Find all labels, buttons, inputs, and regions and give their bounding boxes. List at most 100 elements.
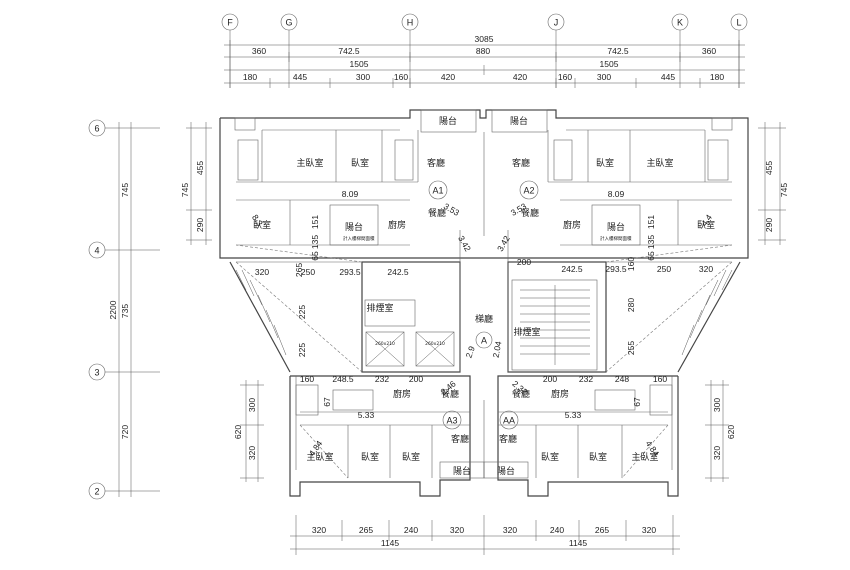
dim-160r: 160 bbox=[653, 374, 667, 384]
room-kitchen-left: 廚房 bbox=[388, 219, 406, 231]
dim-left-290: 290 bbox=[195, 218, 205, 232]
dim-r4-8: 445 bbox=[661, 72, 675, 82]
dim-r2-3: 742.5 bbox=[607, 46, 629, 56]
room-lower-bed2-left: 臥室 bbox=[402, 451, 420, 463]
dim-ll-300: 300 bbox=[247, 398, 257, 412]
dim-r2-4: 360 bbox=[702, 46, 716, 56]
dim-lr-320: 320 bbox=[712, 446, 722, 460]
dim-b1-6: 265 bbox=[595, 525, 609, 535]
unit-label-aa: AA bbox=[503, 416, 515, 426]
top-dimensions: 3085 360 742.5 880 742.5 360 1505 1505 1… bbox=[224, 34, 745, 88]
dim-232l: 232 bbox=[375, 374, 389, 384]
room-labels: 陽台 陽台 主臥室 臥室 客廳 客廳 臥室 主臥室 餐廳 餐廳 廚房 廚房 臥室… bbox=[253, 115, 715, 477]
note-stair-area-left: 計入樓梯間面積 bbox=[343, 235, 375, 242]
dim-r4-3: 160 bbox=[394, 72, 408, 82]
unit-label-a3: A3 bbox=[446, 416, 457, 426]
dim-320r: 320 bbox=[699, 264, 713, 274]
dim-200rr: 200 bbox=[543, 374, 557, 384]
dim-ll-320: 320 bbox=[247, 446, 257, 460]
dim-b1-1: 265 bbox=[359, 525, 373, 535]
dim-lr-300: 300 bbox=[712, 398, 722, 412]
unit-bubble-a2 bbox=[519, 180, 539, 200]
room-lower-living-left: 客廳 bbox=[451, 433, 469, 445]
dim-r4-6: 160 bbox=[558, 72, 572, 82]
axis-label-f: F bbox=[227, 18, 233, 28]
dim-248r: 248 bbox=[615, 374, 629, 384]
dim-342b: 3.42 bbox=[495, 234, 512, 254]
dim-204: 2.04 bbox=[491, 340, 504, 358]
unit-bubble-a3 bbox=[442, 410, 462, 430]
room-bed-right: 臥室 bbox=[596, 157, 614, 169]
axis-label-h: H bbox=[407, 18, 414, 28]
dim-r3-0: 1505 bbox=[350, 59, 369, 69]
dim-533r: 5.33 bbox=[565, 410, 582, 420]
room-dining-left: 餐廳 bbox=[428, 207, 446, 219]
unit-markers: A1 A2 A A3 AA bbox=[428, 180, 539, 430]
axis-label-3: 3 bbox=[94, 368, 99, 378]
room-small-balcony-right: 陽台 bbox=[607, 221, 625, 233]
room-dining-right: 餐廳 bbox=[521, 207, 539, 219]
room-lower-master-right: 主臥室 bbox=[631, 451, 658, 463]
room-smoke-right: 排煙室 bbox=[513, 326, 540, 338]
axis-label-l: L bbox=[736, 18, 741, 28]
dim-151r: 151 bbox=[646, 215, 656, 229]
dim-29: 2.9 bbox=[463, 344, 477, 359]
axis-label-2: 2 bbox=[94, 487, 99, 497]
room-lower-balcony-left: 陽台 bbox=[453, 465, 471, 477]
dim-r4-1: 445 bbox=[293, 72, 307, 82]
dim-225b: 225 bbox=[297, 343, 307, 357]
dim-67: 67 bbox=[322, 397, 332, 407]
dim-65: 65 bbox=[310, 251, 320, 261]
dim-533l: 5.33 bbox=[358, 410, 375, 420]
dim-232r: 232 bbox=[579, 374, 593, 384]
dim-255: 255 bbox=[626, 341, 636, 355]
right-dimensions: 455 290 745 bbox=[758, 122, 789, 245]
dim-2485l: 248.5 bbox=[332, 374, 354, 384]
room-small-balcony-left: 陽台 bbox=[345, 221, 363, 233]
dim-b1-3: 320 bbox=[450, 525, 464, 535]
dim-b1-0: 320 bbox=[312, 525, 326, 535]
dim-65r: 65 bbox=[646, 251, 656, 261]
dim-280: 280 bbox=[626, 298, 636, 312]
dim-200r: 200 bbox=[517, 257, 531, 267]
axis-label-k: K bbox=[677, 18, 683, 28]
dim-r4-2: 300 bbox=[356, 72, 370, 82]
dim-b1-2: 240 bbox=[404, 525, 418, 535]
room-living-left: 客廳 bbox=[427, 157, 445, 169]
dim-right-745: 745 bbox=[779, 183, 789, 197]
unit-label-a: A bbox=[481, 336, 487, 346]
room-lower-bed1-left: 臥室 bbox=[361, 451, 379, 463]
axis-label-g: G bbox=[285, 18, 292, 28]
room-balcony-top-right: 陽台 bbox=[510, 115, 528, 127]
room-lower-dining-left: 餐廳 bbox=[441, 388, 459, 400]
dim-250l: 250 bbox=[301, 267, 315, 277]
dim-2935l: 293.5 bbox=[339, 267, 361, 277]
dim-a2-809: 8.09 bbox=[608, 189, 625, 199]
room-master-left: 主臥室 bbox=[296, 157, 323, 169]
dim-left-735: 735 bbox=[120, 304, 130, 318]
axis-left: 6 4 3 2 2200 745 735 720 745 455 290 bbox=[88, 119, 212, 500]
bottom-dimensions: 320 265 240 320 320 240 265 320 1145 114… bbox=[290, 515, 680, 555]
note-stair-area-right: 計入樓梯間面積 bbox=[600, 235, 632, 242]
room-bed-left: 臥室 bbox=[351, 157, 369, 169]
dim-b2-0: 1145 bbox=[381, 538, 400, 548]
axis-label-4: 4 bbox=[94, 246, 99, 256]
dim-left-inner-745: 745 bbox=[180, 183, 190, 197]
room-bed-small-right: 臥室 bbox=[697, 219, 715, 231]
unit-bubble-a bbox=[475, 331, 493, 349]
unit-bubble-a1 bbox=[428, 180, 448, 200]
unit-label-a2: A2 bbox=[523, 186, 534, 196]
dim-r4-0: 180 bbox=[243, 72, 257, 82]
room-smoke-left: 排煙室 bbox=[366, 302, 393, 314]
dim-200l: 200 bbox=[409, 374, 423, 384]
dim-r2-1: 742.5 bbox=[338, 46, 360, 56]
dim-r4-5: 420 bbox=[513, 72, 527, 82]
dim-b1-4: 320 bbox=[503, 525, 517, 535]
dim-r4-9: 180 bbox=[710, 72, 724, 82]
dim-160l: 160 bbox=[300, 374, 314, 384]
dim-r2-0: 360 bbox=[252, 46, 266, 56]
room-master-right: 主臥室 bbox=[646, 157, 673, 169]
dim-b1-7: 320 bbox=[642, 525, 656, 535]
dim-total: 3085 bbox=[475, 34, 494, 44]
